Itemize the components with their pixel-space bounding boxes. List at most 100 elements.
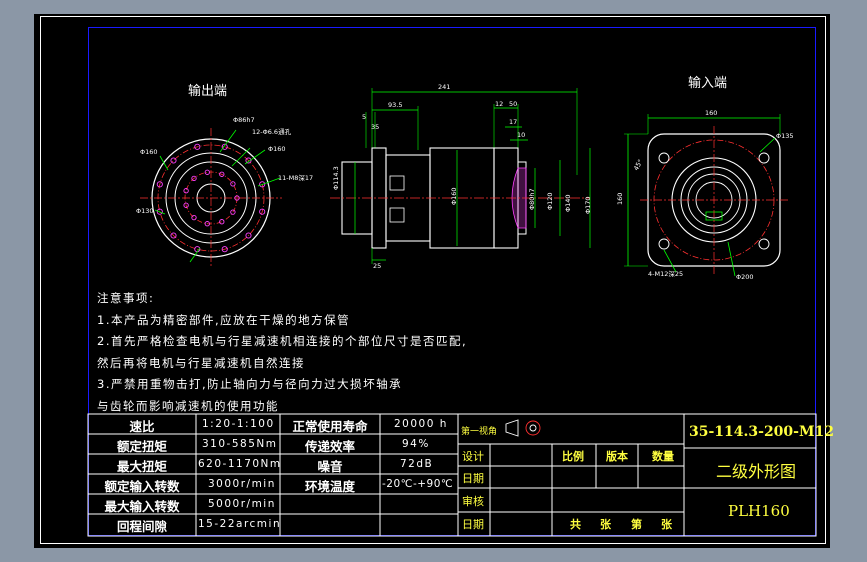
dim-label: 35 [371, 123, 380, 131]
spec-label: 噪音 [317, 459, 343, 474]
dim-label: Φ80h7 [528, 188, 536, 210]
dim-label: 12 [495, 100, 504, 108]
header-version: 版本 [606, 450, 628, 463]
spec-value: 15-22arcmin [198, 518, 282, 530]
bolt-hole [170, 232, 177, 239]
header-scale: 比例 [562, 450, 584, 463]
note-line: 3.严禁用重物击打,防止轴向力与径向力过大损坏轴承 [97, 377, 403, 391]
dim-label: 10 [517, 131, 526, 139]
note-line: 然后再将电机与行星减速机自然连接 [97, 355, 305, 370]
spec-label: 额定扭矩 [116, 439, 167, 454]
bolt-hole [156, 181, 163, 188]
spec-table-grid [87, 413, 817, 537]
spec-value: 72dB [400, 458, 434, 470]
tapped-hole [183, 188, 189, 194]
dim-label: 11-M8深17 [278, 174, 314, 182]
dim-label: 160 [616, 192, 624, 205]
spec-value: 1:20-1:100 [202, 418, 275, 430]
dim-label: 12-Φ6.6通孔 [252, 128, 292, 136]
sheet-total: 共 [570, 518, 581, 531]
row-label-design: 设计 [462, 450, 484, 463]
spec-label: 额定输入转数 [104, 479, 180, 494]
bolt-hole [194, 143, 201, 150]
output-view-title: 输出端 [188, 84, 228, 99]
dim-label: Φ160 [450, 187, 458, 205]
bolt-hole [170, 157, 177, 164]
note-line: 2.首先严格检查电机与行星减速机相连接的个部位尺寸是否匹配, [97, 334, 468, 348]
row-label-date: 日期 [462, 472, 484, 485]
outer-frame [40, 16, 826, 544]
dim-label: Φ170 [584, 196, 592, 214]
note-line: 与齿轮而影响减速机的使用功能 [97, 398, 279, 413]
spec-label: 最大扭矩 [116, 459, 167, 474]
tapped-hole [230, 209, 236, 215]
technical-notes: 注意事项: 1.本产品为精密部件,应放在干燥的地方保管 2.首先严格检查电机与行… [97, 288, 467, 417]
projection-label: 第一视角 [461, 427, 498, 437]
spec-value: 5000r/min [208, 498, 276, 510]
dim-label: Φ140 [564, 194, 572, 212]
output-inner-tapped-holes [183, 169, 240, 227]
spec-label: 传递效率 [304, 439, 355, 454]
bolt-hole [259, 181, 266, 188]
spec-value: 310-585Nm [202, 438, 278, 450]
spec-label: 最大输入转数 [104, 499, 180, 514]
dim-label: Φ86h7 [233, 116, 255, 124]
side-view [330, 88, 591, 264]
dim-label: 4-M12深25 [648, 270, 684, 278]
dim-label: 5 [362, 113, 367, 121]
bolt-hole [221, 143, 228, 150]
spec-label: 回程间隙 [116, 519, 167, 534]
tapped-hole [230, 181, 236, 187]
tapped-hole [204, 169, 210, 175]
dim-label: Φ160 [140, 148, 158, 156]
tapped-hole [219, 219, 225, 225]
dim-label: Φ135 [776, 132, 794, 140]
drawing-number: 35-114.3-200-M12 [689, 424, 834, 440]
dim-label: 50 [509, 100, 518, 108]
row-label-date-2: 日期 [462, 518, 484, 531]
row-label-review: 审核 [462, 495, 484, 508]
model-number: PLH160 [728, 502, 790, 520]
spec-label: 环境温度 [304, 479, 355, 494]
tapped-hole [183, 202, 189, 208]
output-end-view [140, 128, 282, 268]
sheet-unit-2: 张 [661, 518, 672, 531]
bolt-hole [221, 246, 228, 253]
output-outer-bolt-holes [156, 143, 266, 253]
notes-title: 注意事项: [97, 291, 155, 305]
dim-label: 160 [705, 109, 718, 117]
dim-label: 25 [373, 262, 382, 270]
dim-label: 17 [509, 118, 518, 126]
note-line: 1.本产品为精密部件,应放在干燥的地方保管 [97, 312, 351, 327]
spec-label: 正常使用寿命 [292, 419, 368, 434]
tapped-hole [234, 195, 240, 201]
spec-value: 620-1170Nm [198, 458, 282, 470]
dim-label: 241 [438, 83, 451, 91]
spec-value: 94% [402, 438, 430, 450]
dim-label: Φ200 [736, 273, 754, 281]
dim-label: Φ160 [268, 145, 286, 153]
header-quantity: 数量 [652, 450, 674, 463]
drawing-sheet [34, 14, 830, 548]
dim-label: Φ120 [546, 192, 554, 210]
input-end-view [624, 114, 790, 277]
spec-value: 3000r/min [208, 478, 276, 490]
drawing-name: 二级外形图 [716, 462, 797, 481]
tapped-hole [191, 214, 197, 221]
tapped-hole [219, 171, 225, 177]
spec-value: -20℃-+90℃ [382, 478, 454, 490]
sheet-index: 第 [631, 518, 642, 531]
dim-label: Φ114.3 [332, 166, 340, 190]
tapped-hole [191, 175, 197, 182]
sheet-unit: 张 [600, 518, 611, 531]
spec-label: 速比 [129, 419, 155, 434]
bolt-hole [245, 157, 252, 164]
input-view-title: 输入端 [688, 76, 728, 91]
dim-label: Φ130 [136, 207, 154, 215]
dim-label: 93.5 [388, 101, 403, 109]
tapped-hole [204, 221, 210, 227]
bolt-hole [156, 208, 163, 215]
bolt-hole [245, 232, 252, 239]
bolt-hole [259, 208, 266, 215]
